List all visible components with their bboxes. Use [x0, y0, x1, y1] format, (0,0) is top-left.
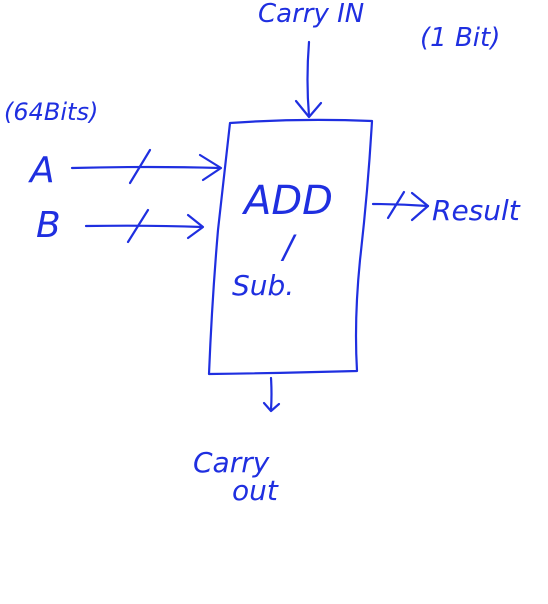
input-a-bus-slash: [128, 148, 152, 185]
block-add-label: ADD: [241, 178, 333, 224]
result-bus-slash: [386, 190, 406, 220]
input-a-arrowhead: [198, 153, 223, 182]
carry-out-arrow-line: [269, 376, 273, 412]
carry-out-label-line1: Carry: [193, 446, 270, 479]
block-sub-label: Sub.: [232, 269, 294, 302]
carry-in-arrowhead: [294, 99, 323, 119]
input-b-arrow-line: [84, 224, 204, 229]
carry-out-label-line2: out: [232, 474, 279, 507]
input-b-label: B: [36, 205, 61, 246]
carry-in-label: Carry IN: [258, 0, 364, 29]
input-a-label: A: [28, 150, 55, 191]
operand-width-label: (64Bits): [4, 98, 98, 126]
carry-in-arrow-line: [306, 40, 311, 118]
result-arrow-line: [371, 202, 430, 208]
result-label: Result: [432, 194, 521, 227]
carry-in-width-label: (1 Bit): [420, 23, 500, 53]
add-sub-block: [207, 118, 374, 376]
input-b-arrowhead: [186, 213, 205, 240]
result-arrowhead: [410, 191, 430, 222]
carry-out-arrowhead: [262, 401, 281, 413]
input-a-arrow-line: [70, 165, 222, 170]
input-b-bus-slash: [126, 208, 150, 244]
block-slash-label: /: [280, 228, 297, 266]
